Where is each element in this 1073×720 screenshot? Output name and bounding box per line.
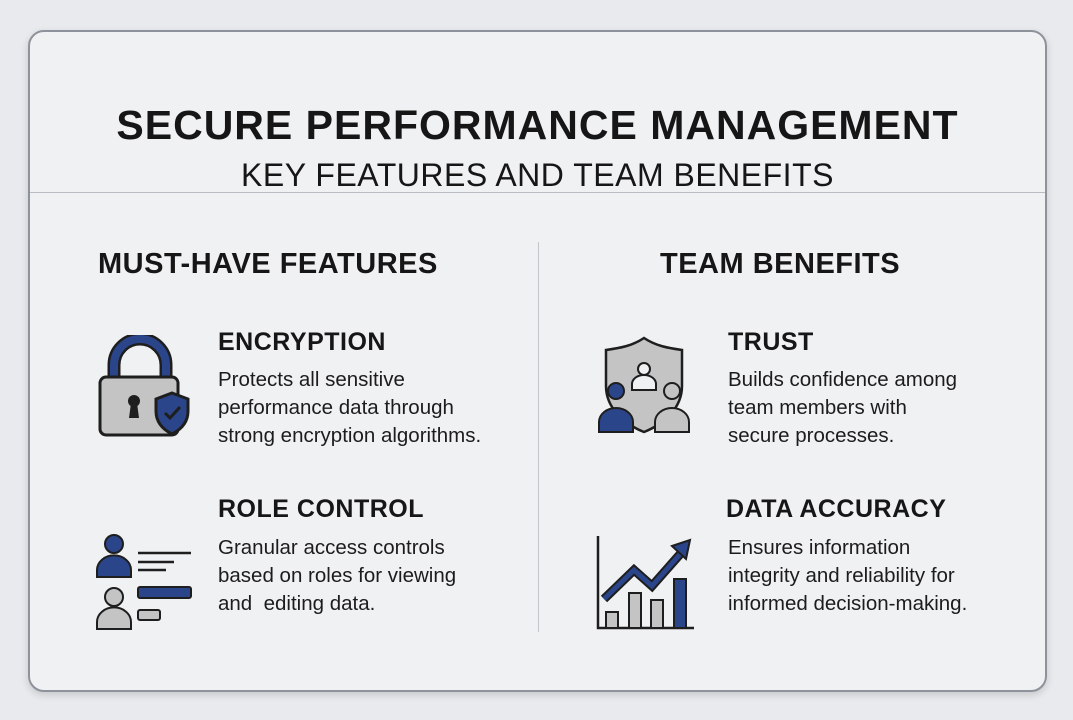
feature-title-encryption: ENCRYPTION: [218, 328, 386, 356]
text-line: Granular access controls: [218, 536, 445, 559]
user-roles-icon: [96, 534, 192, 630]
team-shield-icon: [598, 336, 690, 434]
benefit-title-trust: TRUST: [728, 328, 814, 356]
text-line: Protects all sensitive: [218, 368, 405, 391]
header-divider: [30, 192, 1045, 193]
benefit-text-data-accuracy: Ensures information integrity and reliab…: [728, 534, 967, 618]
text-line: strong encryption algorithms.: [218, 424, 482, 447]
page-title: SECURE PERFORMANCE MANAGEMENT: [116, 102, 959, 148]
text-line: team members with: [728, 396, 907, 419]
feature-text-encryption: Protects all sensitive performance data …: [218, 366, 481, 450]
benefit-text-trust: Builds confidence among team members wit…: [728, 366, 957, 450]
feature-text-role-control: Granular access controls based on roles …: [218, 534, 456, 618]
page-subtitle: KEY FEATURES AND TEAM BENEFITS: [241, 157, 834, 193]
infographic-card: SECURE PERFORMANCE MANAGEMENT KEY FEATUR…: [28, 30, 1047, 692]
text-line: Builds confidence among: [728, 368, 958, 391]
column-divider: [538, 242, 539, 632]
text-line: secure processes.: [728, 424, 895, 447]
text-line: based on roles for viewing: [218, 564, 457, 587]
growth-chart-icon: [596, 536, 694, 630]
text-line: and editing data.: [218, 592, 376, 615]
benefit-title-data-accuracy: DATA ACCURACY: [726, 495, 947, 523]
feature-title-role-control: ROLE CONTROL: [218, 495, 424, 523]
padlock-shield-icon: [98, 335, 190, 437]
benefits-heading: TEAM BENEFITS: [660, 248, 901, 280]
text-line: Ensures information: [728, 536, 911, 559]
text-line: performance data through: [218, 396, 454, 419]
text-line: integrity and reliability for: [728, 564, 955, 587]
text-line: informed decision-making.: [728, 592, 968, 615]
features-heading: MUST-HAVE FEATURES: [98, 248, 438, 280]
